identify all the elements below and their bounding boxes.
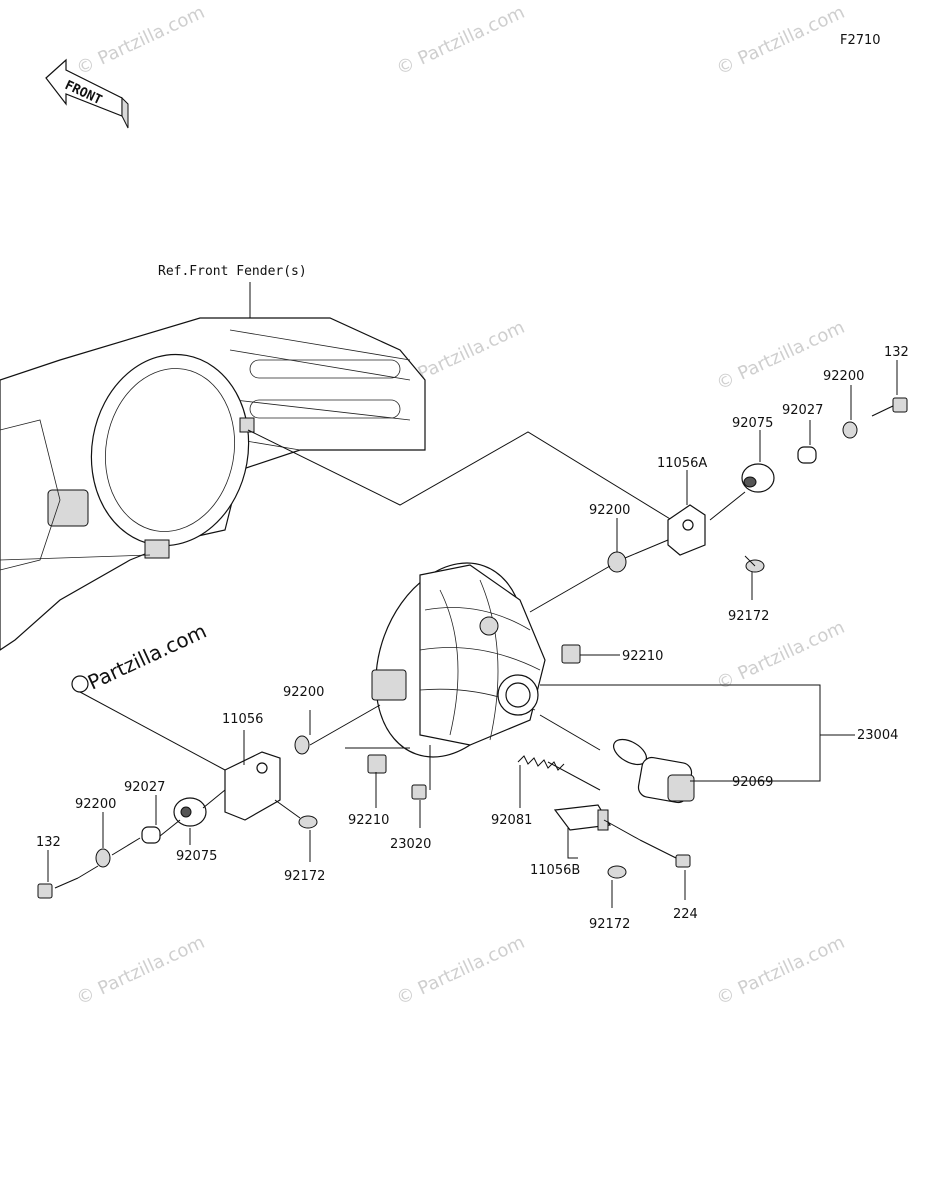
callout-92069: 92069 <box>732 775 773 790</box>
clip-92210-left <box>367 754 387 774</box>
partzilla-logo: Partzilla.com <box>71 619 210 695</box>
headlight-assembly <box>371 562 546 758</box>
partzilla-logo-text: Partzilla.com <box>84 619 210 695</box>
washer-92200-far-left <box>95 848 111 868</box>
screw-92172-left <box>298 815 318 829</box>
callout-92200-far-left: 92200 <box>75 797 116 812</box>
callout-92172-left: 92172 <box>284 869 325 884</box>
callout-92172-bottom: 92172 <box>589 917 630 932</box>
callout-92210-left: 92210 <box>348 813 389 828</box>
collar-92027-left <box>141 826 161 844</box>
watermark: © Partzilla.com <box>73 2 208 80</box>
bracket-11056 <box>224 751 281 821</box>
watermark: © Partzilla.com <box>713 932 848 1010</box>
headlight-bulb-92069 <box>613 738 695 804</box>
nut-23020 <box>411 784 427 800</box>
collar-92027-right <box>797 446 817 464</box>
watermark: © Partzilla.com <box>393 932 528 1010</box>
bolt-132-left <box>37 877 79 899</box>
callout-11056: 11056 <box>222 712 263 727</box>
spring-92081 <box>517 755 565 771</box>
front-fender-housing <box>0 317 426 651</box>
watermark: © Partzilla.com <box>393 2 528 80</box>
callout-92172-right: 92172 <box>728 609 769 624</box>
bracket-11056B <box>553 804 611 831</box>
diagram-code: F2710 <box>840 33 881 48</box>
callout-23020: 23020 <box>390 837 431 852</box>
callout-92210-right: 92210 <box>622 649 663 664</box>
callout-11056A: 11056A <box>657 456 707 471</box>
washer-92200-left <box>294 735 310 755</box>
grommet-92075-left <box>173 797 207 827</box>
callout-92200-left: 92200 <box>283 685 324 700</box>
screw-92172-right <box>744 555 765 573</box>
bolt-224 <box>639 839 691 868</box>
callout-224: 224 <box>673 907 698 922</box>
callout-92200-right-top: 92200 <box>823 369 864 384</box>
watermark: © Partzilla.com <box>713 2 848 80</box>
callout-132-right: 132 <box>884 345 909 360</box>
callout-92027-left: 92027 <box>124 780 165 795</box>
callout-92027-right: 92027 <box>782 403 823 418</box>
callout-132-left: 132 <box>36 835 61 850</box>
callout-11056B: 11056B <box>530 863 580 878</box>
callout-labels: 132 92200 92027 92075 11056A 92200 92172… <box>36 345 909 932</box>
callout-92200-right-mid: 92200 <box>589 503 630 518</box>
callout-23004: 23004 <box>857 728 898 743</box>
washer-92200-right-top <box>842 421 858 439</box>
callout-92081: 92081 <box>491 813 532 828</box>
bolt-132-right <box>871 397 908 417</box>
callout-92075-right: 92075 <box>732 416 773 431</box>
callout-92075-left: 92075 <box>176 849 217 864</box>
grommet-92075-right <box>741 463 775 493</box>
watermark: © Partzilla.com <box>713 617 848 695</box>
washer-92200-right-mid <box>607 551 627 573</box>
watermark: © Partzilla.com <box>73 932 208 1010</box>
leader-lines <box>47 360 898 908</box>
screw-92172-bottom <box>607 865 627 879</box>
reference-label: Ref.Front Fender(s) <box>158 264 307 279</box>
clip-92210-right <box>561 644 581 664</box>
bracket-11056A <box>667 504 706 556</box>
